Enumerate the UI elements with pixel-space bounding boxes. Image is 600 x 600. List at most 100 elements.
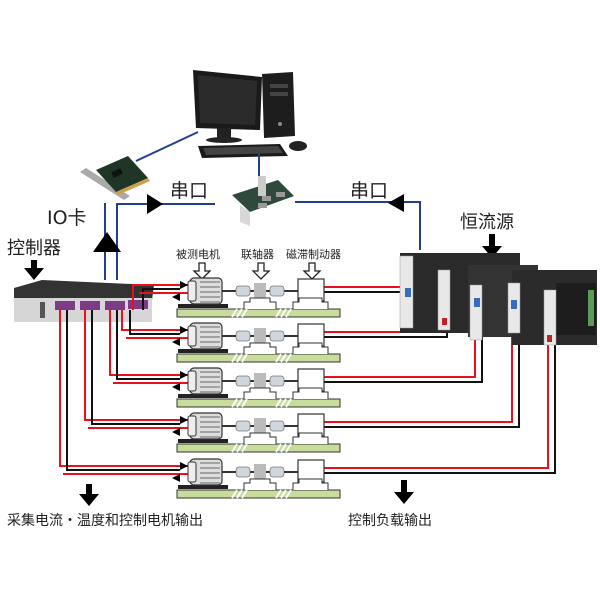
coupling-icon [235, 464, 285, 490]
wire-red [324, 330, 513, 423]
arrow-right-icon [180, 281, 188, 289]
motor-mount [178, 349, 228, 353]
hatch-mark [275, 353, 282, 363]
arrow-up-icon [93, 232, 121, 252]
hatch-mark [285, 443, 292, 453]
motor-icon [187, 458, 223, 486]
test-bench [176, 367, 341, 408]
arrow-right-icon [180, 371, 188, 379]
base-plate [176, 398, 341, 408]
mouse-icon [289, 141, 307, 151]
hatch-mark [236, 308, 243, 318]
wire-red [109, 310, 188, 376]
wire-black [324, 330, 483, 383]
motor-icon [187, 277, 223, 305]
wire-black [324, 330, 520, 428]
hatch-mark [280, 489, 287, 499]
hatch-mark [236, 398, 243, 408]
hatch-mark [275, 489, 282, 499]
output-left-label: 采集电流・温度和控制电机输出 [7, 512, 203, 529]
controller-label: 控制器 [7, 238, 61, 259]
motor-under-test-label: 被测电机 [176, 247, 220, 261]
wire-black [66, 310, 180, 471]
hatch-mark [236, 489, 243, 499]
arrow-left-icon [172, 293, 180, 301]
test-bench [176, 458, 341, 499]
hatch-mark [285, 353, 292, 363]
hatch-mark [241, 353, 248, 363]
hatch-mark [231, 489, 238, 499]
base-plate [176, 489, 341, 499]
pc-tower-icon [262, 72, 295, 138]
hysteresis-brake-icon [292, 459, 329, 490]
keyboard-icon [198, 144, 288, 158]
motor-mount [178, 304, 228, 308]
motor-mount [178, 439, 228, 443]
arrow-right-icon [180, 326, 188, 334]
io-card-icon [80, 156, 150, 200]
motor-icon [187, 367, 223, 395]
computer [193, 70, 307, 158]
hatch-mark [231, 308, 238, 318]
coupling-icon [235, 418, 285, 444]
arrow-down-icon [79, 484, 99, 506]
hatch-mark [285, 489, 292, 499]
arrow-down-icon [394, 480, 414, 504]
serial-port-left-label: 串口 [170, 180, 208, 202]
power-wiring [59, 281, 556, 482]
hatch-mark [280, 398, 287, 408]
hollow-arrow-down-icon [192, 262, 322, 280]
hatch-mark [275, 308, 282, 318]
arrow-left-icon [388, 194, 404, 212]
motor-mount [178, 485, 228, 489]
hatch-mark [241, 308, 248, 318]
coupling-icon [235, 373, 285, 399]
serial-card-icon [232, 176, 294, 226]
constant-current-source-label: 恒流源 [460, 212, 514, 233]
hatch-mark [285, 398, 292, 408]
hatch-mark [231, 353, 238, 363]
arrow-down-icon [482, 234, 502, 258]
io-card-label: IO卡 [47, 207, 87, 229]
coupling-icon [235, 283, 285, 309]
base-plate [176, 308, 341, 318]
motor-icon [187, 412, 223, 440]
wire-red [84, 310, 188, 421]
wire-red [59, 310, 188, 467]
hatch-mark [241, 398, 248, 408]
wire-red [121, 310, 188, 331]
wire-black [324, 330, 556, 474]
wire-black [91, 310, 180, 425]
hatch-mark [236, 353, 243, 363]
test-bench [176, 277, 341, 318]
hatch-mark [236, 443, 243, 453]
motor-mount [178, 394, 228, 398]
arrow-down-icon [24, 260, 44, 280]
coupling-icon [235, 328, 285, 354]
hatch-mark [280, 353, 287, 363]
hatch-mark [275, 443, 282, 453]
motor-test-benches [176, 277, 341, 499]
serial-port-right-label: 串口 [350, 180, 388, 202]
constant-current-source [399, 253, 597, 346]
hatch-mark [275, 398, 282, 408]
wire-black [129, 310, 180, 335]
arrow-right-icon [147, 194, 163, 214]
hatch-mark [231, 443, 238, 453]
wire-black [142, 288, 180, 310]
wire-red [132, 284, 188, 310]
test-bench [176, 322, 341, 363]
hatch-mark [285, 308, 292, 318]
output-right-label: 控制负载输出 [348, 513, 432, 529]
motor-icon [187, 322, 223, 350]
arrow-right-icon [180, 416, 188, 424]
wire-red [324, 330, 549, 469]
base-plate [176, 443, 341, 453]
arrow-left-icon [172, 338, 180, 346]
arrow-left-icon [172, 383, 180, 391]
hatch-mark [241, 489, 248, 499]
hatch-mark [241, 443, 248, 453]
hysteresis-brake-icon [292, 413, 329, 444]
hatch-mark [231, 398, 238, 408]
